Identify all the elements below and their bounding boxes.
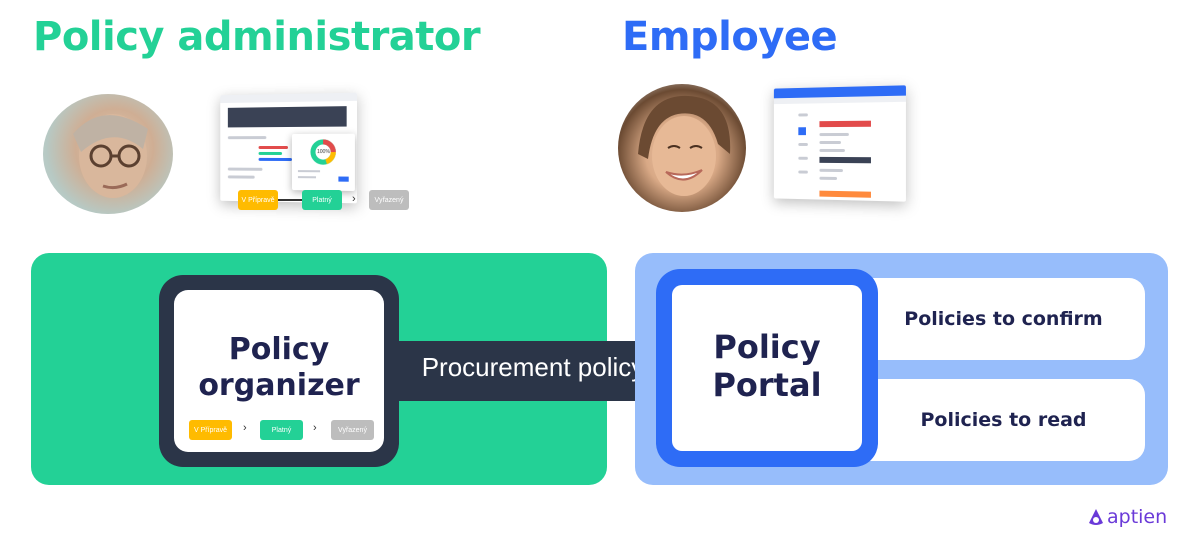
- organizer-line-1: Policy: [228, 332, 330, 367]
- aptien-logo-icon: [1089, 509, 1103, 525]
- shot-chip-valid: Platný: [302, 190, 342, 210]
- policies-to-read[interactable]: Policies to read: [862, 379, 1145, 461]
- donut-value: 100%: [317, 149, 331, 156]
- employee-app-screenshot: [773, 85, 906, 202]
- procurement-policy-label: Procurement policy: [421, 352, 645, 382]
- shot-connector: [278, 199, 302, 201]
- policy-portal-label: Policy Portal: [672, 328, 862, 404]
- chevron-right-icon: ›: [313, 422, 317, 434]
- policies-to-confirm[interactable]: Policies to confirm: [862, 278, 1145, 360]
- portal-line-1: Policy: [713, 328, 821, 366]
- employee-portrait-icon: [638, 95, 731, 196]
- workflow-valid-chip: Platný: [260, 420, 303, 440]
- admin-avatar: [43, 94, 173, 214]
- donut-chart-icon: [297, 134, 349, 182]
- shot-chip-retired: Vyřazený: [369, 190, 409, 210]
- policy-organizer-label: Policy organizer: [174, 332, 384, 404]
- portal-line-2: Portal: [712, 366, 822, 404]
- admin-portrait-icon: [73, 114, 148, 198]
- procurement-arrow-icon: [398, 341, 696, 401]
- organizer-line-2: organizer: [198, 368, 360, 403]
- aptien-logo: aptien: [1088, 506, 1167, 528]
- employee-avatar: [618, 84, 746, 212]
- admin-app-screenshot: 100%: [220, 92, 358, 204]
- workflow-retired-chip: Vyřazený: [331, 420, 374, 440]
- employee-heading: Employee: [622, 14, 838, 60]
- workflow-draft-chip: V Přípravě: [189, 420, 232, 440]
- logo-text: aptien: [1107, 506, 1168, 528]
- chevron-right-icon: ›: [243, 422, 247, 434]
- chevron-right-icon: ›: [352, 193, 356, 205]
- policy-portal-card: [672, 285, 862, 451]
- shot-chip-draft: V Přípravě: [238, 190, 278, 210]
- admin-heading: Policy administrator: [33, 14, 481, 60]
